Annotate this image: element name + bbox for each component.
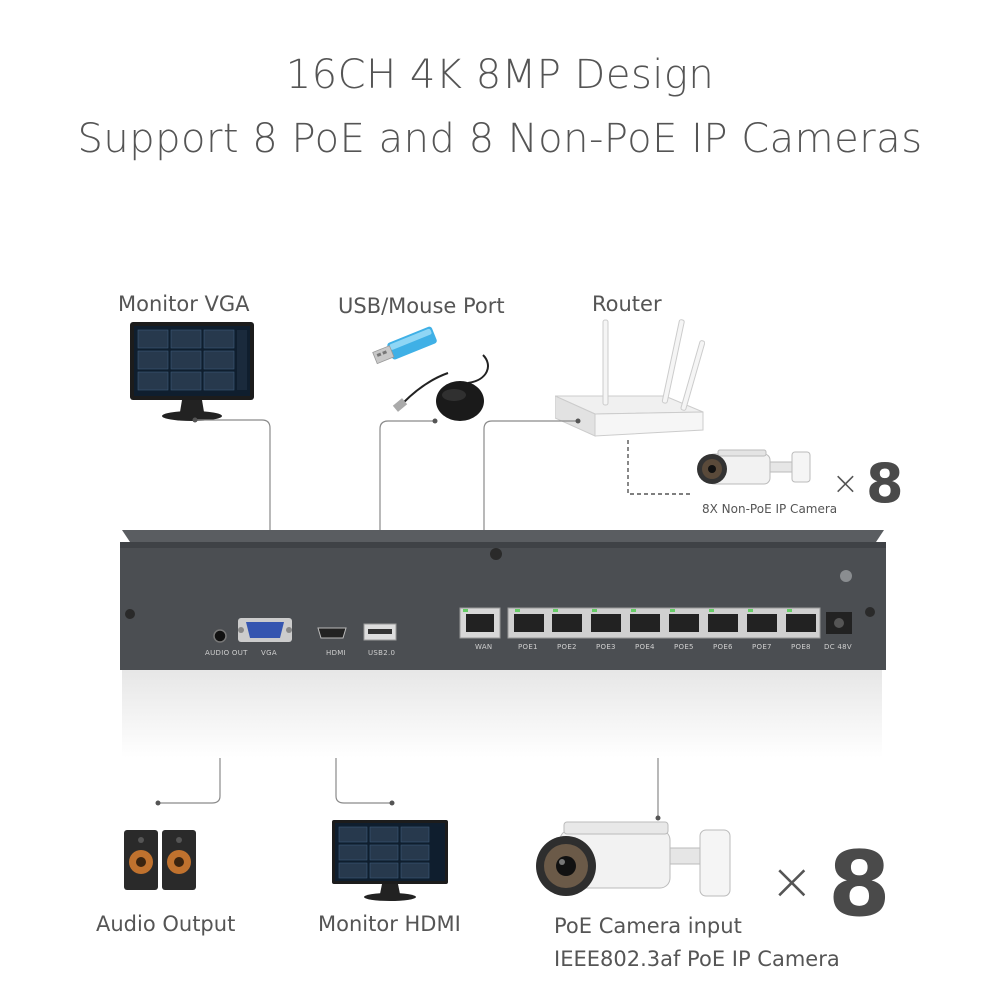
port-label-poe8: POE8 [791, 643, 811, 651]
nvr-device [120, 530, 886, 670]
port-label-poe4: POE4 [635, 643, 655, 651]
label-non-poe-camera: 8X Non-PoE IP Camera [702, 502, 838, 516]
monitor-hdmi-icon [332, 820, 448, 901]
label-router: Router [592, 292, 662, 316]
port-label-poe3: POE3 [596, 643, 616, 651]
nvr-reflection [122, 668, 882, 758]
non-poe-times-sign: × [832, 464, 859, 502]
port-label-audio-out: AUDIO OUT [205, 649, 248, 657]
port-label-vga: VGA [261, 649, 277, 657]
port-label-poe5: POE5 [674, 643, 694, 651]
port-label-hdmi: HDMI [326, 649, 346, 657]
label-monitor-vga: Monitor VGA [118, 292, 250, 316]
non-poe-count: 8 [866, 452, 904, 515]
poe-times-sign: × [770, 852, 814, 912]
label-monitor-hdmi: Monitor HDMI [318, 912, 461, 936]
speakers-icon [124, 830, 196, 890]
port-label-dc: DC 48V [824, 643, 852, 651]
non-poe-camera-icon [697, 449, 811, 485]
usb-stick-icon [372, 326, 437, 365]
label-poe-camera-input: PoE Camera input [554, 914, 742, 938]
poe-count: 8 [828, 832, 891, 937]
port-label-wan: WAN [475, 643, 493, 651]
label-audio-output: Audio Output [96, 912, 236, 936]
router-icon [555, 319, 705, 437]
poe-camera-icon [536, 821, 731, 897]
port-label-poe7: POE7 [752, 643, 772, 651]
monitor-vga-icon [130, 322, 254, 421]
mouse-icon [392, 354, 489, 421]
port-label-poe2: POE2 [557, 643, 577, 651]
heading-line-2: Support 8 PoE and 8 Non-PoE IP Cameras [77, 116, 923, 162]
port-label-poe6: POE6 [713, 643, 733, 651]
port-label-poe1: POE1 [518, 643, 538, 651]
label-poe-standard: IEEE802.3af PoE IP Camera [554, 947, 840, 971]
port-label-usb: USB2.0 [368, 649, 396, 657]
heading-line-1: 16CH 4K 8MP Design [285, 52, 715, 98]
label-usb-mouse-port: USB/Mouse Port [338, 294, 505, 318]
